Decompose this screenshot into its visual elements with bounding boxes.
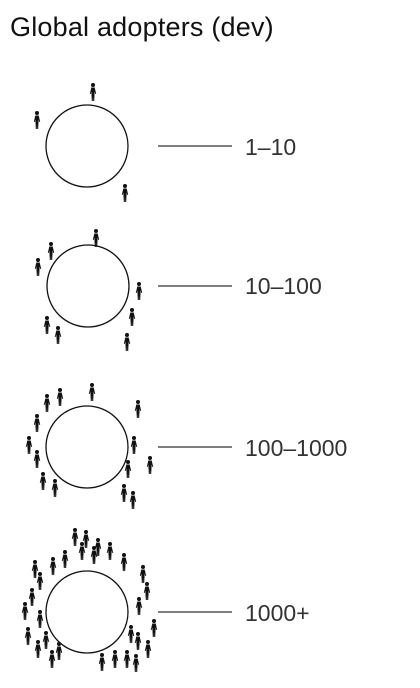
person-figure-icon [139,565,147,583]
person-figure-icon [25,436,33,454]
person-figure-icon [123,333,131,351]
person-figure-icon [28,588,36,606]
person-figure-icon [49,557,57,575]
person-figure-icon [56,388,64,406]
tier-3-label: 100–1000 [245,435,347,461]
person-figure-icon [111,650,119,668]
person-figure-icon [88,383,96,401]
person-figure-icon [123,650,131,668]
person-figure-icon [124,460,132,478]
tier-1-group: 1–10 [33,83,296,202]
person-figure-icon [36,572,44,590]
person-figure-icon [36,610,44,628]
person-figure-icon [42,631,50,649]
diagram-title: Global adopters (dev) [10,12,274,42]
person-figure-icon [48,650,56,668]
person-figure-icon [43,316,51,334]
person-figure-icon [71,528,79,546]
person-figure-icon [127,625,135,643]
person-figure-icon [132,654,140,672]
person-figure-icon [135,597,143,615]
tier-2-label: 10–100 [245,273,322,299]
person-figure-icon [31,560,39,578]
person-figure-icon [61,550,69,568]
person-figure-icon [43,394,51,412]
person-figure-icon [33,111,41,129]
tier-1-circle [45,104,129,188]
person-figure-icon [98,653,106,671]
tier-2-group: 10–100 [34,229,322,351]
tier-3-group: 100–1000 [25,383,347,509]
person-figure-icon [34,640,42,658]
person-figure-icon [134,632,142,650]
person-figure-icon [143,582,151,600]
person-figure-icon [89,83,97,101]
person-figure-icon [120,484,128,502]
person-figure-icon [33,414,41,432]
tier-4-circle [45,570,129,654]
person-figure-icon [129,491,137,509]
person-figure-icon [47,242,55,260]
person-figure-icon [106,542,114,560]
person-figure-icon [144,640,152,658]
person-figure-icon [54,326,62,344]
person-figure-icon [39,472,47,490]
person-figure-icon [120,553,128,571]
person-figure-icon [24,627,32,645]
tier-4-label: 1000+ [245,600,310,626]
person-figure-icon [90,546,98,564]
person-figure-icon [51,479,59,497]
tier-4-group: 1000+ [21,528,310,672]
tier-2-circle [46,244,130,328]
person-figure-icon [128,308,136,326]
person-figure-icon [78,542,86,560]
person-figure-icon [130,436,138,454]
person-figure-icon [135,282,143,300]
person-figure-icon [33,450,41,468]
person-figure-icon [121,184,129,202]
person-figure-icon [134,400,142,418]
person-figure-icon [146,456,154,474]
tier-3-circle [45,405,129,489]
person-figure-icon [34,258,42,276]
person-figure-icon [21,602,29,620]
person-figure-icon [82,530,90,548]
tier-1-label: 1–10 [245,134,296,160]
person-figure-icon [150,619,158,637]
person-figure-icon [92,229,100,247]
